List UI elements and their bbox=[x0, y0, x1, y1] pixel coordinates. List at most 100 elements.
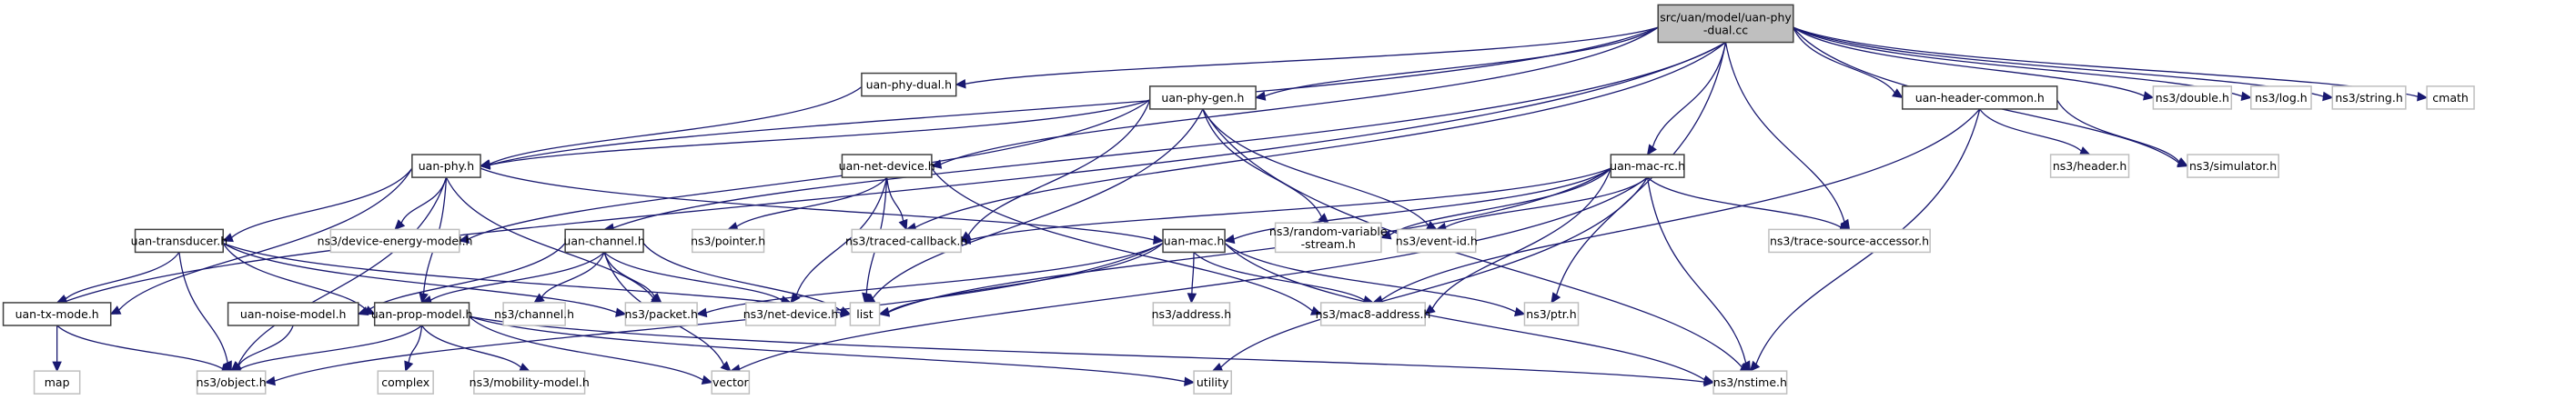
header-node-uan-phy-h[interactable]: uan-phy.h bbox=[411, 154, 481, 178]
node-label: ns3/net-device.h bbox=[743, 307, 839, 321]
edge-line bbox=[1793, 26, 2419, 97]
edge-line bbox=[1220, 176, 1649, 368]
node-box bbox=[564, 228, 644, 254]
header-node-ns3-header-h: ns3/header.h bbox=[2049, 154, 2130, 178]
edge-line bbox=[887, 242, 1164, 313]
header-node-utility: utility bbox=[1193, 370, 1232, 395]
edge-uan-phy-h-to-uan-tx-mode-h bbox=[109, 167, 413, 315]
edge-line bbox=[931, 167, 1313, 312]
header-node-ns3-ptr-h: ns3/ptr.h bbox=[1523, 302, 1580, 326]
header-node-ns3-string-h: ns3/string.h bbox=[2331, 85, 2407, 110]
edge-uan-prop-model-h-to-vector bbox=[469, 315, 713, 385]
node-label: -stream.h bbox=[1301, 237, 1356, 251]
edge-line bbox=[56, 325, 223, 370]
edge-line bbox=[1233, 167, 1611, 240]
edge-uan-phy-gen-h-to-uan-phy-h bbox=[479, 99, 1150, 170]
edge-line bbox=[1202, 108, 1322, 217]
header-node-uan-prop-model-h[interactable]: uan-prop-model.h bbox=[371, 302, 473, 326]
node-label: src/uan/model/uan-phy bbox=[1660, 10, 1792, 24]
node-label: uan-mac-rc.h bbox=[1610, 159, 1685, 173]
arrowhead-icon bbox=[651, 293, 662, 304]
arrowhead-icon bbox=[1211, 363, 1224, 372]
header-node-uan-mac-rc-h[interactable]: uan-mac-rc.h bbox=[1610, 154, 1685, 178]
header-node-uan-channel-h[interactable]: uan-channel.h bbox=[563, 228, 645, 254]
edge-uan-phy-gen-h-to-list bbox=[864, 108, 1204, 304]
arrowhead-icon bbox=[394, 219, 406, 231]
edge-line bbox=[1224, 242, 1705, 381]
header-node-uan-phy-dual-h[interactable]: uan-phy-dual.h bbox=[861, 72, 957, 97]
node-label: ns3/nstime.h bbox=[1713, 375, 1787, 389]
header-node-ns3-pointer-h: ns3/pointer.h bbox=[691, 228, 765, 254]
header-node-uan-noise-model-h[interactable]: uan-noise-model.h bbox=[227, 302, 359, 326]
node-label: ns3/log.h bbox=[2255, 91, 2308, 105]
node-box bbox=[1901, 85, 2058, 110]
node-box bbox=[851, 228, 962, 254]
root-file-node[interactable]: src/uan/model/uan-phy-dual.cc bbox=[1657, 4, 1794, 44]
arrowhead-icon bbox=[930, 159, 943, 169]
node-label: ns3/channel.h bbox=[494, 307, 574, 321]
node-label: uan-noise-model.h bbox=[240, 307, 347, 321]
edge-line bbox=[468, 99, 1151, 240]
node-label: ns3/random-variable bbox=[1269, 225, 1388, 238]
header-node-uan-net-device-h[interactable]: uan-net-device.h bbox=[839, 154, 935, 178]
node-box bbox=[373, 302, 470, 326]
edge-line bbox=[118, 167, 413, 311]
arrowhead-icon bbox=[615, 307, 627, 317]
edge-uan-mac-h-to-ns3-ptr-h bbox=[1224, 242, 1526, 317]
node-box bbox=[1397, 228, 1477, 254]
header-node-ns3-simulator-h: ns3/simulator.h bbox=[2187, 154, 2279, 178]
node-box bbox=[33, 370, 81, 395]
edge-line bbox=[1979, 108, 2082, 152]
header-node-list: list bbox=[849, 302, 881, 326]
edge-line bbox=[1724, 42, 1845, 223]
edge-uan-mac-rc-h-to-vector bbox=[729, 176, 1648, 375]
node-box bbox=[1193, 370, 1232, 395]
edge-line bbox=[603, 252, 655, 297]
edge-uan-mac-rc-h-to-ns3-nstime-h bbox=[1646, 177, 1751, 373]
node-box bbox=[473, 370, 586, 395]
node-label: uan-tx-mode.h bbox=[15, 307, 99, 321]
node-label: ns3/trace-source-accessor.h bbox=[1770, 234, 1929, 247]
header-node-uan-phy-gen-h[interactable]: uan-phy-gen.h bbox=[1148, 85, 1257, 110]
header-node-uan-header-common-h[interactable]: uan-header-common.h bbox=[1901, 85, 2058, 110]
edge-line bbox=[400, 176, 448, 224]
arrowhead-icon bbox=[1426, 220, 1438, 230]
edge-uan-mac-h-to-ns3-object-h bbox=[264, 242, 1164, 386]
node-box bbox=[411, 154, 481, 178]
edge-root-to-uan-header-common-h bbox=[1793, 26, 1904, 99]
edge-line bbox=[231, 167, 413, 238]
arrowhead-icon bbox=[898, 218, 908, 231]
node-label: ns3/address.h bbox=[1152, 307, 1232, 321]
header-node-uan-transducer-h[interactable]: uan-transducer.h bbox=[131, 228, 227, 254]
header-node-uan-mac-h[interactable]: uan-mac.h bbox=[1162, 228, 1226, 254]
edge-line bbox=[489, 86, 863, 165]
edge-uan-phy-h-to-uan-mac-h bbox=[480, 167, 1165, 245]
arrowhead-icon bbox=[458, 234, 470, 244]
edge-uan-header-common-h-to-ns3-nstime-h bbox=[1749, 108, 1981, 373]
edge-line bbox=[274, 242, 1164, 382]
edge-line bbox=[178, 252, 228, 364]
header-node-vector: vector bbox=[711, 370, 751, 395]
edge-line bbox=[642, 243, 843, 312]
edge-uan-header-common-h-to-ns3-mac8-address-h bbox=[1371, 108, 1981, 305]
node-label: ns3/object.h bbox=[197, 375, 267, 389]
header-node-ns3-double-h: ns3/double.h bbox=[2152, 85, 2233, 110]
node-box bbox=[502, 302, 566, 326]
header-node-uan-tx-mode-h[interactable]: uan-tx-mode.h bbox=[2, 302, 112, 326]
edge-uan-phy-gen-h-to-ns3-random-variable-stream-h bbox=[1202, 108, 1329, 225]
header-node-ns3-nstime-h: ns3/nstime.h bbox=[1712, 370, 1788, 395]
node-box bbox=[1148, 85, 1257, 110]
node-box bbox=[849, 302, 881, 326]
edge-uan-phy-h-to-uan-transducer-h bbox=[222, 167, 413, 243]
header-node-ns3-traced-callback-h: ns3/traced-callback.h bbox=[845, 228, 967, 254]
edge-line bbox=[469, 315, 703, 381]
node-box bbox=[2049, 154, 2130, 178]
edge-uan-phy-dual-h-to-uan-phy-h bbox=[479, 86, 863, 169]
node-label: complex bbox=[381, 375, 429, 389]
arrowhead-icon bbox=[1223, 234, 1236, 245]
edge-uan-mac-h-to-list bbox=[878, 242, 1164, 317]
edge-uan-mac-rc-h-to-ns3-traced-callback-h bbox=[959, 167, 1611, 245]
arrowhead-icon bbox=[52, 361, 62, 373]
arrowhead-icon bbox=[2240, 91, 2252, 102]
edge-line bbox=[65, 252, 180, 300]
